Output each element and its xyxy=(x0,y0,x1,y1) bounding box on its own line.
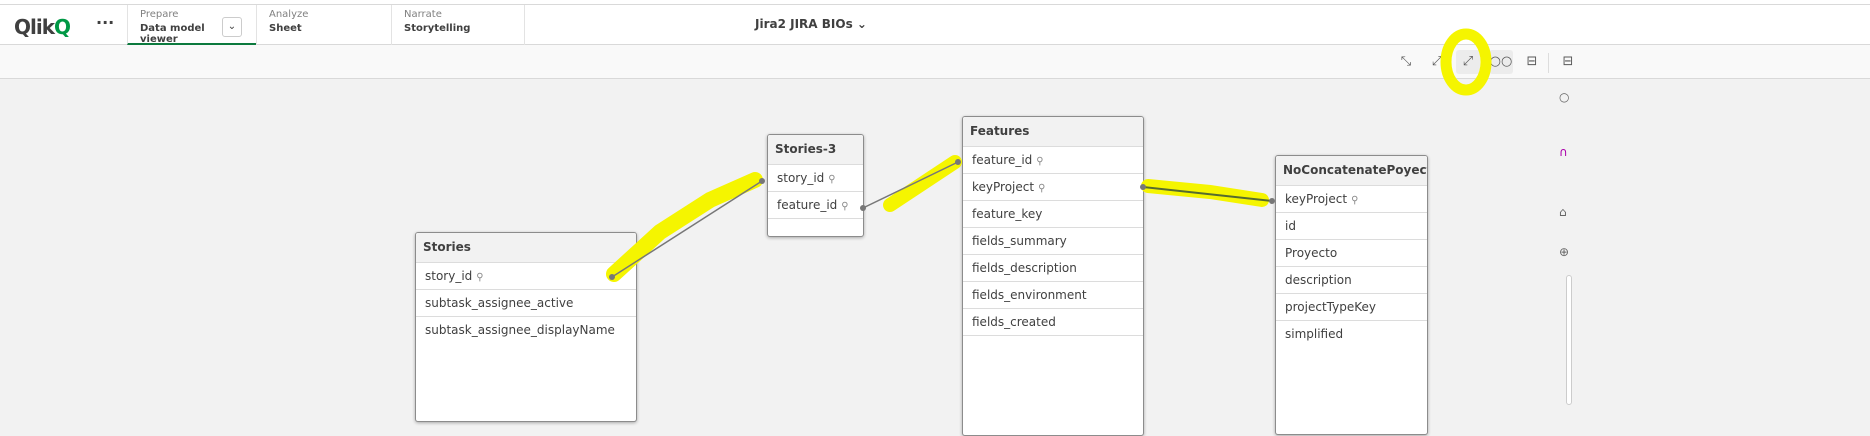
app-title: Jira2 JIRA BIOs xyxy=(755,17,853,31)
prepare-dropdown-button[interactable]: ⌄ xyxy=(222,17,242,37)
highlight-stroke xyxy=(883,155,962,212)
table-title: Features xyxy=(963,117,1143,146)
field-row[interactable]: subtask_assignee_active xyxy=(416,289,636,316)
collapse-partial-icon[interactable]: ⤢ xyxy=(1431,54,1443,69)
expand-all-icon[interactable]: ⤢ xyxy=(1456,50,1480,74)
link-features-projects xyxy=(1142,186,1273,202)
field-row[interactable]: fields_description xyxy=(963,254,1143,281)
home-icon[interactable]: ⌂ xyxy=(1559,205,1567,219)
zoom-slider[interactable] xyxy=(1566,275,1572,405)
more-menu-button[interactable]: ··· xyxy=(96,13,115,32)
key-icon: ⚲ xyxy=(828,174,836,185)
field-name: feature_id xyxy=(777,198,838,212)
lock-icon[interactable]: ∩ xyxy=(1559,145,1568,159)
field-row[interactable]: feature_key xyxy=(963,200,1143,227)
table-title: NoConcatenatePoyectos xyxy=(1276,156,1427,185)
field-row[interactable]: fields_environment xyxy=(963,281,1143,308)
field-name: feature_id xyxy=(972,153,1033,167)
app-header: QlikQ ··· Prepare Data model viewer ⌄ An… xyxy=(0,5,1870,45)
app-title-button[interactable]: Jira2 JIRA BIOs ⌄ xyxy=(755,17,867,31)
tab-section: Narrate xyxy=(404,9,442,20)
field-name: keyProject xyxy=(1285,192,1348,206)
field-row[interactable]: description xyxy=(1276,266,1427,293)
search-icon[interactable]: ○ xyxy=(1559,90,1570,104)
table-title: Stories xyxy=(416,233,636,262)
link-endpoints xyxy=(609,159,1275,280)
viewer-toolbar: ⤡ ⤢ ⤢ ○○ ⊟ ⊟ xyxy=(0,45,1870,79)
key-icon: ⚲ xyxy=(841,201,849,212)
source-view-icon[interactable]: ⊟ xyxy=(1526,54,1538,69)
tab-value: Sheet xyxy=(269,23,302,34)
qlik-logo[interactable]: QlikQ xyxy=(14,15,71,39)
table-stories-3[interactable]: Stories-3 story_id⚲ feature_id⚲ xyxy=(767,134,864,237)
collapse-all-icon[interactable]: ⤡ xyxy=(1400,54,1412,69)
key-icon: ⚲ xyxy=(1036,156,1044,167)
tab-section: Prepare xyxy=(140,9,179,20)
field-row[interactable]: keyProject⚲ xyxy=(963,173,1143,200)
zoom-in-icon[interactable]: ⊕ xyxy=(1559,245,1570,259)
field-row[interactable]: feature_id⚲ xyxy=(963,146,1143,173)
key-icon: ⚲ xyxy=(1038,183,1046,194)
tab-section: Analyze xyxy=(269,9,309,20)
field-name: keyProject xyxy=(972,180,1035,194)
field-row[interactable]: Proyecto xyxy=(1276,239,1427,266)
field-row[interactable]: keyProject⚲ xyxy=(1276,185,1427,212)
field-row xyxy=(768,218,863,236)
field-row[interactable]: fields_summary xyxy=(963,227,1143,254)
layout-icon[interactable]: ⊟ xyxy=(1562,54,1574,69)
link-stories3-features xyxy=(862,161,959,209)
internal-view-icon[interactable]: ○○ xyxy=(1489,50,1513,74)
tab-prepare[interactable]: Prepare Data model viewer xyxy=(127,5,256,45)
field-row[interactable]: fields_created xyxy=(963,308,1143,335)
link-dot xyxy=(759,178,765,184)
window-top xyxy=(0,0,1870,5)
field-row[interactable]: story_id⚲ xyxy=(768,164,863,191)
key-icon: ⚲ xyxy=(1351,195,1359,206)
link-dot xyxy=(955,159,961,165)
field-row[interactable]: projectTypeKey xyxy=(1276,293,1427,320)
field-row[interactable]: feature_id⚲ xyxy=(768,191,863,218)
table-features[interactable]: Features feature_id⚲ keyProject⚲ feature… xyxy=(962,116,1144,436)
tab-value: Storytelling xyxy=(404,23,471,34)
field-row[interactable]: story_id⚲ xyxy=(416,262,636,289)
field-row[interactable]: subtask_assignee_displayName xyxy=(416,316,636,343)
field-row[interactable]: simplified xyxy=(1276,320,1427,347)
tab-value: Data model viewer xyxy=(140,23,205,45)
field-row[interactable]: id xyxy=(1276,212,1427,239)
link-lines xyxy=(611,161,1273,278)
table-title: Stories-3 xyxy=(768,135,863,164)
field-row[interactable] xyxy=(963,335,1143,362)
toolbar-divider xyxy=(1548,53,1549,73)
field-name: story_id xyxy=(425,269,473,283)
chevron-down-icon: ⌄ xyxy=(856,17,867,31)
highlight-stroke xyxy=(1141,179,1269,207)
table-stories[interactable]: Stories story_id⚲ subtask_assignee_activ… xyxy=(415,232,637,422)
tab-analyze[interactable]: Analyze Sheet xyxy=(256,5,391,45)
key-icon: ⚲ xyxy=(476,272,484,283)
table-noconcatenatepoyectos[interactable]: NoConcatenatePoyectos keyProject⚲ id Pro… xyxy=(1275,155,1428,435)
tab-narrate[interactable]: Narrate Storytelling xyxy=(391,5,525,45)
field-name: story_id xyxy=(777,171,825,185)
